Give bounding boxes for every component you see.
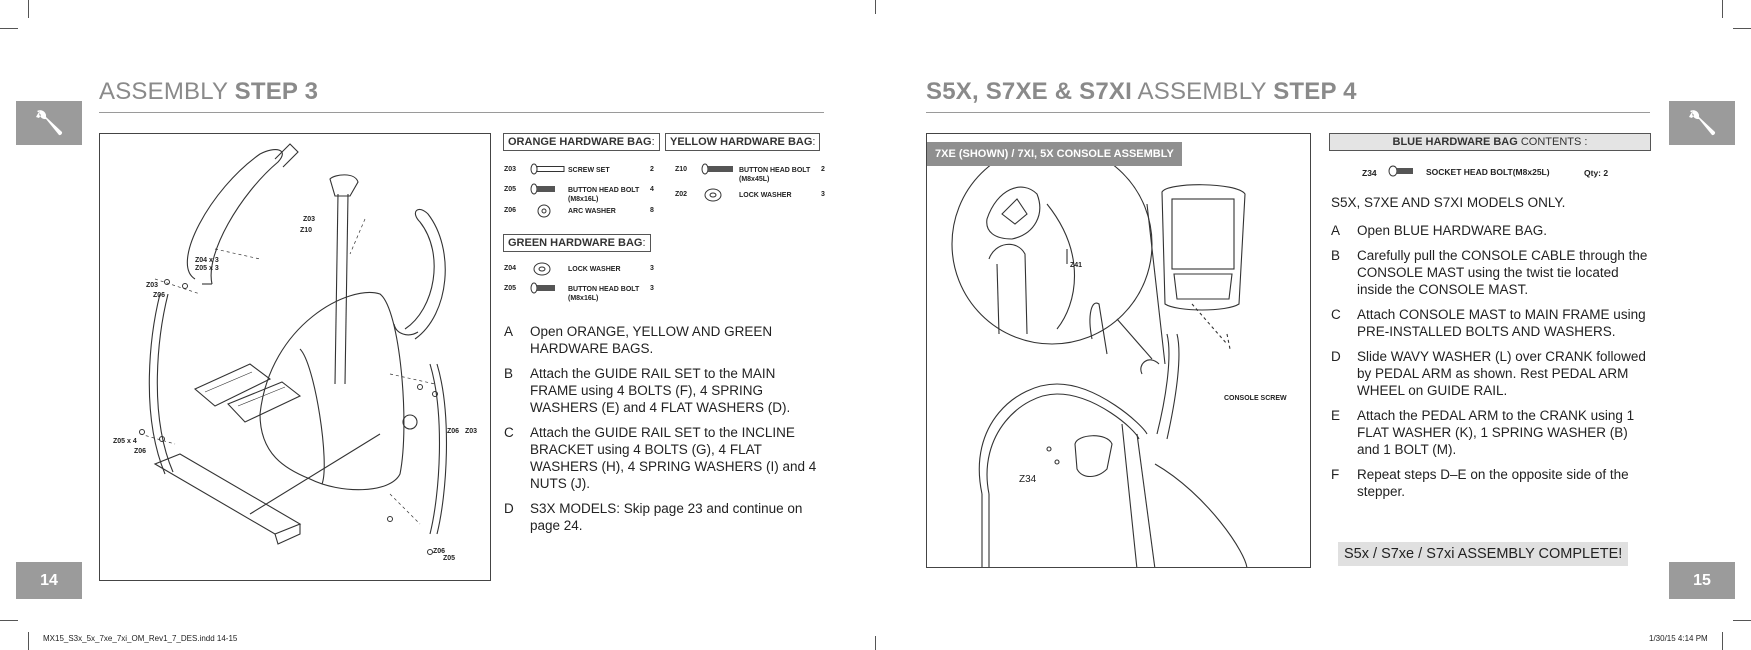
crop-mark	[875, 636, 876, 650]
header-rule	[926, 112, 1650, 113]
page-number: 14	[16, 562, 82, 599]
bolt-icon	[530, 183, 555, 195]
label-console-screw: CONSOLE SCREW	[1224, 395, 1287, 402]
hardware-item: Z34 SOCKET HEAD BOLT(M8x25L) Qty: 2	[1362, 165, 1609, 178]
console-banner: 7XE (SHOWN) / 7XI, 5X CONSOLE ASSEMBLY	[927, 142, 1182, 166]
label-z05x3: Z05 x 3	[195, 265, 219, 272]
crop-mark	[0, 28, 18, 29]
console-assembly-view	[951, 143, 1248, 567]
label-z03-left: Z03	[146, 282, 159, 289]
crop-mark	[0, 620, 18, 621]
hardware-item: Z10 BUTTON HEAD BOLT (M8x45L) 2	[675, 163, 835, 186]
washer-icon	[704, 188, 722, 202]
crop-mark	[875, 0, 876, 14]
socket-bolt-icon	[1388, 165, 1413, 177]
label-z03-right: Z03	[465, 428, 478, 435]
label-z10: Z10	[300, 227, 313, 234]
label-z06-right: Z06	[447, 428, 460, 435]
orange-bag-title: ORANGE HARDWARE BAG:	[503, 133, 660, 151]
models-note: S5X, S7XE AND S7XI MODELS ONLY.	[1331, 195, 1566, 210]
hardware-item: Z03 SCREW SET 2	[504, 163, 664, 180]
washer-icon	[533, 262, 551, 276]
label-z06-left: Z06	[153, 292, 166, 299]
crop-mark	[1722, 632, 1723, 650]
washer-icon	[537, 204, 551, 218]
label-z06-br: Z06	[433, 548, 446, 555]
tools-tab	[16, 101, 82, 145]
footer-filename: MX15_S3x_5x_7xe_7xi_OM_Rev1_7_DES.indd 1…	[43, 634, 238, 643]
label-z05-br: Z05	[443, 555, 456, 562]
screw-icon	[530, 163, 565, 175]
assembly-diagram: Z03 Z10 Z04 x 3 Z05 x 3 Z03 Z06 Z05 x 4 …	[99, 133, 491, 581]
hardware-item: Z06 ARC WASHER 8	[504, 204, 664, 221]
label-z34: Z34	[1019, 474, 1037, 485]
blue-bag-title: BLUE HARDWARE BAG CONTENTS :	[1329, 133, 1651, 151]
tools-tab	[1669, 101, 1735, 145]
label-z06-bottom: Z06	[134, 448, 147, 455]
footer-timestamp: 1/30/15 4:14 PM	[1649, 634, 1708, 643]
hardware-item: Z05 BUTTON HEAD BOLT (M8x16L) 4	[504, 183, 664, 206]
green-bag-title: GREEN HARDWARE BAG:	[503, 234, 651, 252]
crop-mark	[28, 632, 29, 650]
page-number: 15	[1669, 562, 1735, 599]
crop-mark	[1733, 620, 1751, 621]
label-z03: Z03	[303, 216, 316, 223]
bolt-icon	[701, 163, 733, 175]
hardware-item: Z05 BUTTON HEAD BOLT (M8x16L) 3	[504, 282, 664, 305]
hardware-item: Z02 LOCK WASHER 3	[675, 188, 835, 205]
label-z04x3: Z04 x 3	[195, 257, 219, 264]
crop-mark	[28, 0, 29, 18]
page-title: S5X, S7XE & S7XI ASSEMBLY STEP 4	[926, 78, 1357, 105]
crop-mark	[1722, 0, 1723, 18]
label-z41: Z41	[1070, 262, 1083, 269]
label-z05x4: Z05 x 4	[113, 438, 137, 445]
crop-mark	[1733, 28, 1751, 29]
hardware-item: Z04 LOCK WASHER 3	[504, 262, 664, 279]
bolt-icon	[530, 282, 555, 294]
assembly-complete-banner: S5x / S7xe / S7xi ASSEMBLY COMPLETE!	[1338, 542, 1629, 566]
wrench-icon	[36, 110, 63, 136]
yellow-bag-title: YELLOW HARDWARE BAG:	[665, 133, 821, 151]
console-diagram: 7XE (SHOWN) / 7XI, 5X CONSOLE ASSEMBLY Z…	[926, 133, 1311, 568]
page-title: ASSEMBLY STEP 3	[99, 78, 319, 105]
header-rule	[99, 112, 824, 113]
wrench-icon	[1689, 110, 1716, 136]
stepper-exploded-view	[139, 143, 447, 555]
